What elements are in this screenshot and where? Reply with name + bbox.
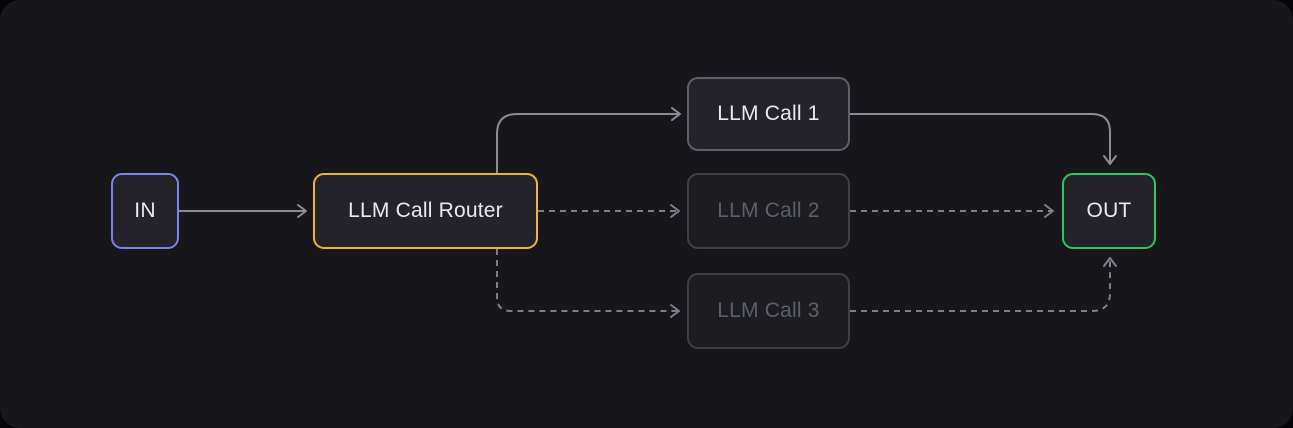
node-call3-label: LLM Call 3	[717, 299, 820, 322]
node-llm-call-router: LLM Call Router	[313, 173, 538, 249]
node-out-label: OUT	[1086, 199, 1132, 222]
edge-router-to-call3	[496, 249, 680, 318]
node-llm-call-1: LLM Call 1	[687, 77, 850, 151]
edge-router-to-call1	[496, 107, 681, 173]
edge-call3-to-out	[850, 257, 1117, 312]
node-in: IN	[111, 173, 179, 249]
node-llm-call-2: LLM Call 2	[687, 173, 850, 249]
node-llm-call-3: LLM Call 3	[687, 273, 850, 349]
node-router-label: LLM Call Router	[348, 199, 503, 222]
node-in-label: IN	[134, 199, 156, 222]
node-out: OUT	[1062, 173, 1156, 249]
node-call1-label: LLM Call 1	[717, 102, 820, 125]
node-call2-label: LLM Call 2	[717, 199, 820, 222]
edge-call1-to-out	[850, 113, 1117, 165]
